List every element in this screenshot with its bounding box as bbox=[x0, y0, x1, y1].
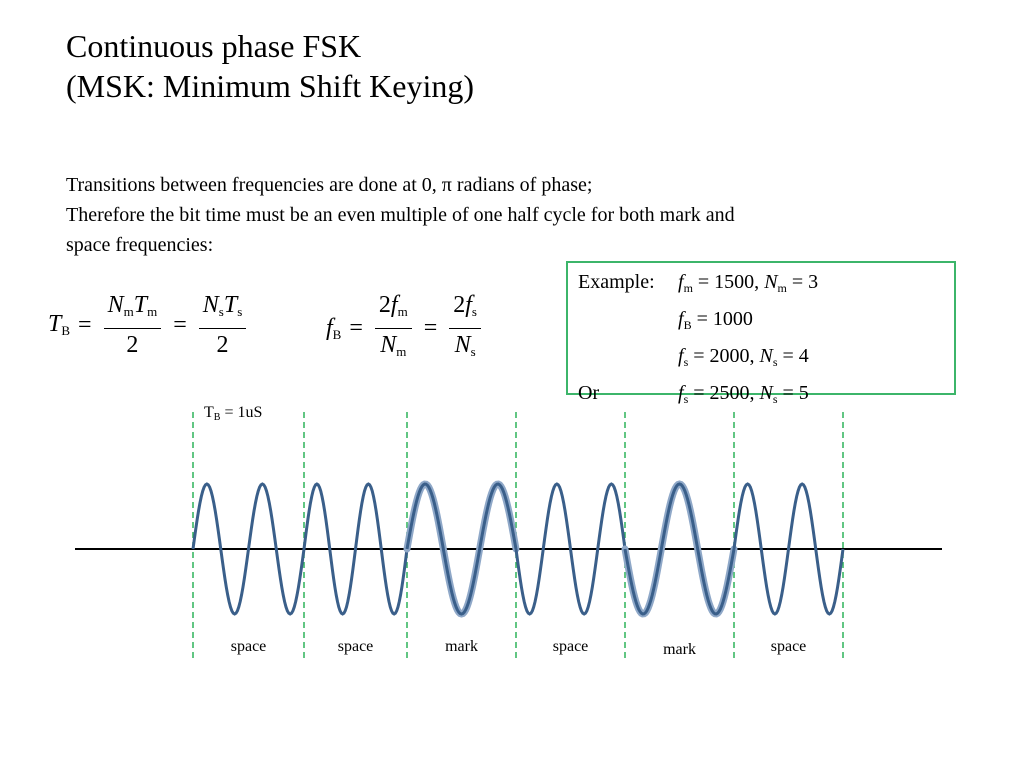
example-row-label: Or bbox=[578, 382, 600, 404]
description-line-3: space frequencies: bbox=[66, 234, 214, 256]
example-row: Example:fm = 1500, Nm = 3 bbox=[578, 267, 954, 304]
mark-freq-denominator: Nm bbox=[376, 329, 410, 365]
example-var-b: N bbox=[764, 271, 778, 293]
example-value-a: = 1500, bbox=[692, 271, 765, 293]
nm-symbol: N bbox=[107, 292, 124, 318]
ns-symbol: N bbox=[202, 292, 219, 318]
example-var-b: N bbox=[759, 345, 773, 367]
example-row: fs = 2000, Ns = 4 bbox=[578, 341, 954, 378]
example-var-a: f bbox=[678, 308, 684, 330]
description-line-2: Therefore the bit time must be an even m… bbox=[66, 204, 735, 226]
tm-subscript: m bbox=[147, 304, 158, 319]
description-line-1: Transitions between frequencies are done… bbox=[66, 174, 593, 196]
description: Transitions between frequencies are done… bbox=[66, 170, 966, 260]
equals-sign: = bbox=[423, 315, 438, 341]
example-var-a-sub: s bbox=[683, 392, 689, 406]
bit-frequency-formula: fB = 2fm Nm = 2fs Ns bbox=[326, 292, 485, 365]
fm-symbol: f bbox=[390, 292, 398, 318]
ns-subscript: s bbox=[218, 304, 224, 319]
space-wave-segment bbox=[732, 482, 845, 616]
title-line-2: (MSK: Minimum Shift Keying) bbox=[66, 68, 475, 104]
space-fraction: NsTs 2 bbox=[198, 292, 247, 358]
mark-freq-fraction: 2fm Nm bbox=[374, 292, 412, 365]
segment-label: space bbox=[337, 638, 374, 655]
space-wave-segment bbox=[302, 482, 409, 616]
coefficient: 2 bbox=[453, 292, 466, 318]
space-denominator: 2 bbox=[216, 332, 229, 358]
tb-lhs: TB bbox=[48, 311, 70, 339]
equals-sign: = bbox=[349, 315, 363, 341]
tb-subscript: B bbox=[61, 323, 71, 338]
nm-subscript: m bbox=[123, 304, 134, 319]
example-var-b: N bbox=[759, 382, 773, 404]
ns-subscript: s bbox=[470, 344, 476, 359]
example-row-value: fs = 2500, Ns = 5 bbox=[678, 378, 809, 415]
example-value-a: = 2000, bbox=[688, 345, 760, 367]
example-row: fB = 1000 bbox=[578, 304, 954, 341]
tb-label-value: = 1uS bbox=[220, 404, 263, 421]
segment-label: mark bbox=[663, 641, 696, 658]
example-var-a: f bbox=[678, 382, 684, 404]
fb-symbol: f bbox=[326, 314, 333, 341]
mark-wave-segment bbox=[623, 482, 736, 616]
example-var-a-sub: m bbox=[683, 281, 693, 295]
example-var-a: f bbox=[678, 271, 684, 293]
bit-time-label: TB = 1uS bbox=[204, 404, 262, 423]
space-freq-fraction: 2fs Ns bbox=[449, 292, 481, 365]
fb-subscript: B bbox=[332, 326, 342, 342]
bit-time-formula: TB = NmTm 2 = NsTs 2 bbox=[48, 292, 250, 358]
space-freq-numerator: 2fs bbox=[449, 292, 481, 329]
example-row-value: fm = 1500, Nm = 3 bbox=[678, 267, 818, 304]
tb-label-subscript: B bbox=[213, 412, 221, 423]
example-var-b-sub: s bbox=[772, 355, 778, 369]
space-wave-segment bbox=[191, 482, 306, 616]
fm-subscript: m bbox=[397, 304, 408, 319]
example-var-b-sub: m bbox=[777, 281, 787, 295]
ts-subscript: s bbox=[237, 304, 243, 319]
space-freq-denominator: Ns bbox=[451, 329, 480, 365]
nm-symbol: N bbox=[380, 332, 397, 358]
ts-symbol: T bbox=[223, 292, 238, 318]
title-line-1: Continuous phase FSK bbox=[66, 28, 362, 64]
fb-lhs: fB bbox=[326, 315, 341, 343]
example-value-b: = 4 bbox=[777, 345, 809, 367]
example-value-a: = 2500, bbox=[688, 382, 760, 404]
space-numerator: NsTs bbox=[198, 292, 247, 329]
segment-label: space bbox=[552, 638, 589, 655]
example-row-value: fB = 1000 bbox=[678, 304, 753, 341]
example-var-b-sub: s bbox=[772, 392, 778, 406]
tb-symbol: T bbox=[48, 311, 62, 337]
example-var-a: f bbox=[678, 345, 684, 367]
space-wave-segment bbox=[514, 482, 627, 616]
segment-label: space bbox=[770, 638, 807, 655]
example-value-b: = 5 bbox=[777, 382, 809, 404]
coefficient: 2 bbox=[378, 292, 391, 318]
example-var-a-sub: B bbox=[683, 318, 692, 332]
fs-symbol: f bbox=[465, 292, 472, 318]
equals-sign: = bbox=[173, 311, 187, 338]
segment-label: space bbox=[230, 638, 267, 655]
slide-title: Continuous phase FSK (MSK: Minimum Shift… bbox=[66, 26, 474, 106]
example-row-value: fs = 2000, Ns = 4 bbox=[678, 341, 809, 378]
mark-freq-numerator: 2fm bbox=[374, 292, 412, 329]
nm-subscript: m bbox=[396, 344, 407, 359]
fs-subscript: s bbox=[471, 304, 477, 319]
mark-wave-segment bbox=[405, 482, 518, 616]
ns-symbol: N bbox=[454, 332, 471, 358]
example-value-b: = 3 bbox=[786, 271, 819, 293]
example-row-label: Example: bbox=[578, 271, 655, 293]
equals-sign: = bbox=[78, 311, 92, 338]
example-var-a-sub: s bbox=[683, 355, 689, 369]
mark-numerator: NmTm bbox=[103, 292, 162, 329]
example-value-a: = 1000 bbox=[691, 308, 753, 330]
tm-symbol: T bbox=[133, 292, 148, 318]
tb-label-symbol: T bbox=[204, 404, 214, 421]
segment-label: mark bbox=[445, 638, 478, 655]
mark-fraction: NmTm 2 bbox=[103, 292, 162, 358]
mark-denominator: 2 bbox=[126, 332, 139, 358]
